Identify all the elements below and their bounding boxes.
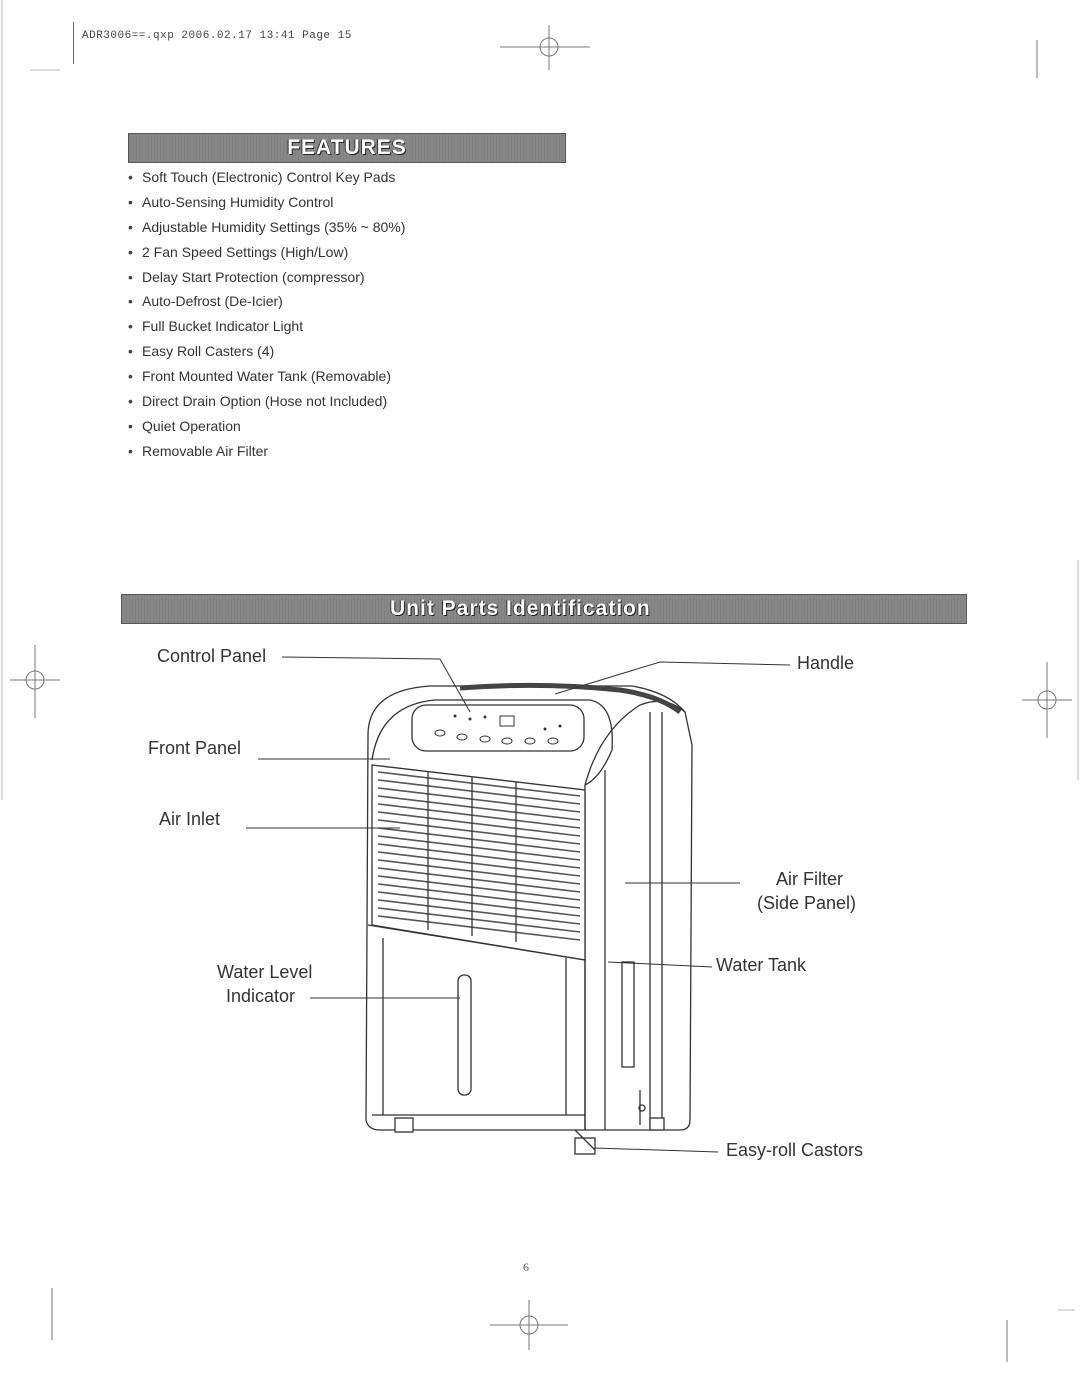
crosshair-left-icon — [10, 645, 60, 718]
list-item: 2 Fan Speed Settings (High/Low) — [128, 240, 405, 265]
label-air-filter-side: (Side Panel) — [757, 893, 857, 913]
label-water-level-indicator: Indicator — [226, 986, 296, 1006]
crosshair-right-icon — [1022, 662, 1072, 738]
parts-banner: Unit Parts Identification — [121, 594, 967, 624]
list-item: Removable Air Filter — [128, 439, 405, 464]
list-item: Easy Roll Casters (4) — [128, 339, 405, 364]
list-item: Front Mounted Water Tank (Removable) — [128, 364, 405, 389]
crosshair-top-icon — [500, 25, 590, 70]
features-banner: FEATURES — [128, 133, 566, 163]
crosshair-bottom-icon — [490, 1300, 568, 1350]
list-item: Full Bucket Indicator Light — [128, 314, 405, 339]
label-air-filter: Air Filter — [776, 869, 843, 889]
list-item: Adjustable Humidity Settings (35% ~ 80%) — [128, 215, 405, 240]
slug-rule — [73, 22, 74, 64]
label-control-panel: Control Panel — [157, 646, 267, 666]
label-handle: Handle — [797, 653, 855, 673]
list-item: Soft Touch (Electronic) Control Key Pads — [128, 165, 405, 190]
list-item: Delay Start Protection (compressor) — [128, 265, 405, 290]
parts-title: Unit Parts Identification — [390, 597, 651, 620]
list-item: Quiet Operation — [128, 414, 405, 439]
label-air-inlet: Air Inlet — [159, 809, 221, 829]
page-number: 6 — [523, 1260, 529, 1274]
print-slug: ADR3006==.qxp 2006.02.17 13:41 Page 15 — [82, 30, 352, 42]
label-castors: Easy-roll Castors — [726, 1140, 864, 1160]
label-water-level: Water Level — [217, 962, 313, 982]
list-item: Auto-Defrost (De-Icier) — [128, 289, 405, 314]
features-title: FEATURES — [287, 136, 407, 159]
label-front-panel: Front Panel — [148, 738, 242, 758]
list-item: Direct Drain Option (Hose not Included) — [128, 389, 405, 414]
list-item: Auto-Sensing Humidity Control — [128, 190, 405, 215]
features-list: Soft Touch (Electronic) Control Key Pads… — [128, 165, 405, 464]
label-water-tank: Water Tank — [716, 955, 807, 975]
